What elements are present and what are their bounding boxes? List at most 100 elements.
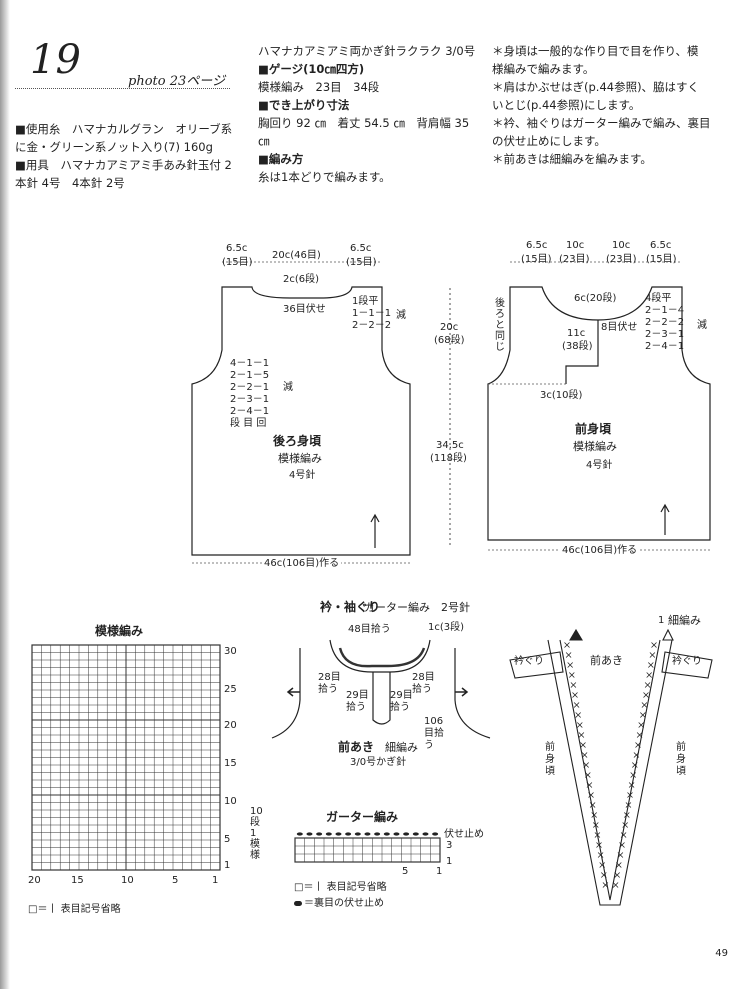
purl-bindoff-mark bbox=[383, 832, 390, 836]
single-crochet-mark bbox=[636, 732, 643, 738]
garter-legend-bindoff: ＝裏目の伏せ止め bbox=[294, 898, 384, 910]
pattern-number: 19 bbox=[30, 37, 81, 83]
chart-legend: □＝丨 表目記号省略 bbox=[28, 904, 121, 915]
char: 頃 bbox=[545, 766, 555, 777]
collar-neck-inner bbox=[338, 647, 426, 668]
garter-row-1: 1 bbox=[446, 856, 453, 867]
single-crochet-mark bbox=[567, 662, 573, 668]
garter-title: ガーター編み bbox=[326, 810, 399, 824]
note-line: ＊肩はかぶせはぎ(p.44参照)、脇はすく bbox=[492, 80, 700, 94]
garter-bindoff: 伏せ止め bbox=[444, 829, 484, 840]
size-line-cont: ㎝ bbox=[258, 134, 270, 148]
method-line: 糸は1本どりで編みます。 bbox=[258, 170, 391, 184]
chart-col-label: 1 bbox=[212, 875, 219, 886]
back-neck-bindoff: 36目伏せ bbox=[283, 304, 326, 315]
gauge-block: ハマナカアミアミ両かぎ針ラクラク 3/0号 ■ゲージ(10㎝四方) 模様編み 2… bbox=[258, 42, 493, 186]
garter-col-1: 1 bbox=[436, 866, 443, 877]
single-crochet-mark bbox=[577, 722, 583, 728]
single-crochet-mark bbox=[593, 822, 599, 828]
front-shoulder-dec-4: 2－3－1 bbox=[645, 329, 685, 340]
back-arm-dec-5: 2－4－1 bbox=[230, 406, 270, 417]
body-length-rows: (118段) bbox=[430, 453, 467, 464]
back-shoulder-right-sts: (15目) bbox=[346, 257, 377, 268]
front-placket-base: 3c(10段) bbox=[540, 390, 583, 401]
back-shoulder-left-sts: (15目) bbox=[222, 257, 253, 268]
back-arm-dec-4: 2－3－1 bbox=[230, 394, 270, 405]
collar-depth: 1c(3段) bbox=[428, 622, 465, 633]
single-crochet-mark bbox=[573, 702, 580, 708]
placket-pickup-right: 29目拾う bbox=[390, 690, 413, 713]
collar-pickup-neck: 48目拾う bbox=[348, 624, 391, 635]
photo-reference: photo 23ページ bbox=[128, 74, 225, 89]
single-crochet-mark bbox=[641, 702, 648, 708]
garter-col-5: 5 bbox=[402, 866, 409, 877]
back-pattern-label: 模様編み bbox=[278, 452, 322, 465]
materials-line: ■用具 ハマナカアミアミ手あみ針玉付 2 bbox=[15, 158, 232, 172]
char: 身 bbox=[676, 754, 686, 765]
placket-pickup-left: 29目拾う bbox=[346, 690, 369, 713]
front-shoulder-left-cm: 6.5c bbox=[526, 240, 548, 251]
note-line: の伏せ止めにします。 bbox=[492, 134, 606, 148]
char: 前 bbox=[676, 742, 686, 753]
single-crochet-mark bbox=[597, 852, 604, 858]
neck-right-box bbox=[661, 651, 713, 679]
front-shoulder-right-sts: (15目) bbox=[646, 254, 677, 265]
front-shoulder-right-cm: 6.5c bbox=[650, 240, 672, 251]
placket-center-label: 前あき bbox=[590, 654, 623, 667]
char: 頃 bbox=[676, 766, 686, 777]
front-neck-bindoff: 8目伏せ bbox=[601, 322, 638, 333]
chart-row-label: 15 bbox=[224, 758, 237, 769]
back-bodice-outline bbox=[191, 286, 411, 556]
purl-bindoff-mark bbox=[422, 832, 429, 836]
single-crochet-mark bbox=[646, 672, 652, 678]
front-shoulder-dec-label: 減 bbox=[697, 320, 707, 331]
note-line: いとじ(p.44参照)にします。 bbox=[492, 98, 641, 112]
armhole-pickup: 106目拾う bbox=[424, 716, 444, 751]
back-bodice-title: 後ろ身頃 bbox=[273, 434, 322, 448]
single-crochet-mark bbox=[612, 882, 619, 888]
collar-pickup-left: 28目拾う bbox=[318, 672, 341, 695]
char: 前 bbox=[545, 742, 555, 753]
single-crochet-mark bbox=[643, 692, 649, 698]
single-crochet-mark bbox=[648, 662, 654, 668]
collar-subtitle: ガーター編み 2号針 bbox=[364, 601, 470, 614]
purl-bindoff-mark bbox=[335, 832, 342, 836]
back-shoulder-dec-1: 1段平 bbox=[352, 296, 379, 307]
back-arm-dec-1: 4－1－1 bbox=[230, 358, 270, 369]
notes-block: ＊身頃は一般的な作り目で目を作り、模 様編みで編みます。 ＊肩はかぶせはぎ(p.… bbox=[492, 42, 732, 168]
armhole-depth-rows: (68段) bbox=[434, 335, 465, 346]
note-line: ＊衿、袖ぐりはガーター編みで編み、裏目 bbox=[492, 116, 711, 130]
placket-title: 前あき bbox=[338, 740, 375, 754]
front-knit-direction-arrow bbox=[660, 503, 670, 535]
chart-row-label: 10 bbox=[224, 796, 237, 807]
chart-row-label: 20 bbox=[224, 720, 237, 731]
single-crochet-mark bbox=[585, 772, 591, 778]
header-divider bbox=[15, 88, 230, 89]
single-crochet-mark bbox=[578, 732, 585, 738]
back-neck-width: 20c(46目) bbox=[272, 250, 321, 261]
front-neck-depth: 6c(20段) bbox=[574, 293, 617, 304]
purl-bindoff-mark bbox=[296, 832, 303, 836]
single-crochet-mark bbox=[617, 852, 624, 858]
single-crochet-mark bbox=[632, 762, 638, 768]
left-pickup-arrow bbox=[286, 687, 300, 697]
chart-repeat-label: 10段1模様 bbox=[250, 806, 263, 861]
chart-row-label: 30 bbox=[224, 646, 237, 657]
garter-chart-grid bbox=[294, 832, 441, 863]
chart-row-label: 25 bbox=[224, 684, 237, 695]
single-crochet-mark bbox=[628, 782, 635, 788]
purl-bindoff-icon bbox=[294, 900, 302, 906]
placket-neck-right: 衿ぐり bbox=[672, 656, 702, 667]
single-crochet-mark bbox=[565, 652, 572, 658]
single-crochet-mark bbox=[649, 652, 656, 658]
right-pickup-arrow bbox=[455, 687, 469, 697]
front-needle-label: 4号針 bbox=[586, 460, 613, 471]
single-crochet-mark bbox=[583, 762, 589, 768]
neck-left-box bbox=[509, 651, 564, 679]
purl-bindoff-mark bbox=[412, 832, 419, 836]
garter-row-3: 3 bbox=[446, 840, 453, 851]
single-crochet-mark bbox=[616, 862, 622, 868]
single-crochet-mark bbox=[630, 772, 636, 778]
chart-row-label: 1 bbox=[224, 860, 231, 871]
back-cast-on: 46c(106目)作る bbox=[262, 558, 342, 570]
